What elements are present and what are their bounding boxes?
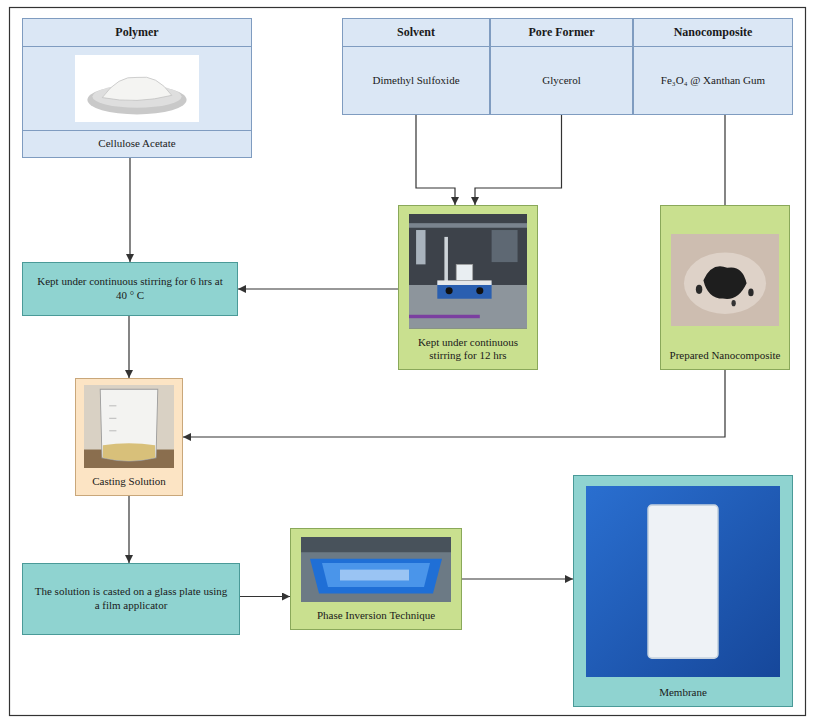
- node-label: Kept under continuous stirring for 6 hrs…: [23, 263, 237, 315]
- table-column: NanocompositeFe₃O₄ @ Xanthan Gum: [633, 18, 793, 115]
- photo-slot: [76, 379, 182, 472]
- process-box: The solution is casted on a glass plate …: [22, 563, 240, 635]
- flow-arrow: [183, 370, 725, 437]
- powder-photo: [75, 55, 199, 122]
- node-label: The solution is casted on a glass plate …: [23, 564, 239, 634]
- photo-step-box: Phase Inversion Technique: [290, 528, 462, 630]
- flow-arrow: [128, 316, 129, 378]
- photo-slot: [399, 206, 537, 333]
- node-label: Glycerol: [491, 47, 632, 114]
- photo-step-box: Membrane: [573, 475, 793, 707]
- node-label: Prepared Nanocomposite: [661, 346, 789, 369]
- flow-arrow: [724, 115, 725, 205]
- flow-arrow: [240, 596, 290, 597]
- table-column: Pore FormerGlycerol: [490, 18, 633, 115]
- nanocomposite-photo: [671, 234, 779, 326]
- flow-arrow: [128, 496, 129, 563]
- node-label: Dimethyl Sulfoxide: [343, 47, 489, 114]
- photo-step-box: Kept under continuous stirring for 12 hr…: [398, 205, 538, 370]
- frame-border: [10, 8, 806, 716]
- table-column: SolventDimethyl Sulfoxide: [342, 18, 490, 115]
- membrane-photo: [586, 486, 780, 677]
- header-text: Nanocomposite: [634, 19, 792, 47]
- node-label: Phase Inversion Technique: [291, 606, 461, 629]
- photo-step-box: Casting Solution: [75, 378, 183, 496]
- node-label: Kept under continuous stirring for 12 hr…: [399, 333, 537, 370]
- photo-step-box: Prepared Nanocomposite: [660, 205, 790, 370]
- flow-arrow: [462, 578, 573, 579]
- node-label: Fe₃O₄ @ Xanthan Gum: [634, 47, 792, 114]
- photo-slot: [291, 529, 461, 606]
- photo-slot: [23, 47, 251, 130]
- node-label: Cellulose Acetate: [23, 130, 251, 157]
- photo-slot: [574, 476, 792, 683]
- node-label: Casting Solution: [76, 472, 182, 495]
- flow-arrow: [238, 288, 398, 289]
- stirrer-photo: [409, 214, 527, 329]
- node-label: Membrane: [574, 683, 792, 706]
- tray-photo: [301, 537, 451, 602]
- process-box: Kept under continuous stirring for 6 hrs…: [22, 262, 238, 316]
- header-text: Polymer: [23, 19, 251, 47]
- header-text: Solvent: [343, 19, 489, 47]
- flow-arrow: [416, 115, 455, 205]
- beaker-photo: [84, 385, 174, 468]
- photo-slot: [661, 206, 789, 346]
- header-text: Pore Former: [491, 19, 632, 47]
- flow-arrow: [475, 115, 562, 205]
- material-box: Polymer Cellulose Acetate: [22, 18, 252, 158]
- flow-arrow: [129, 158, 130, 262]
